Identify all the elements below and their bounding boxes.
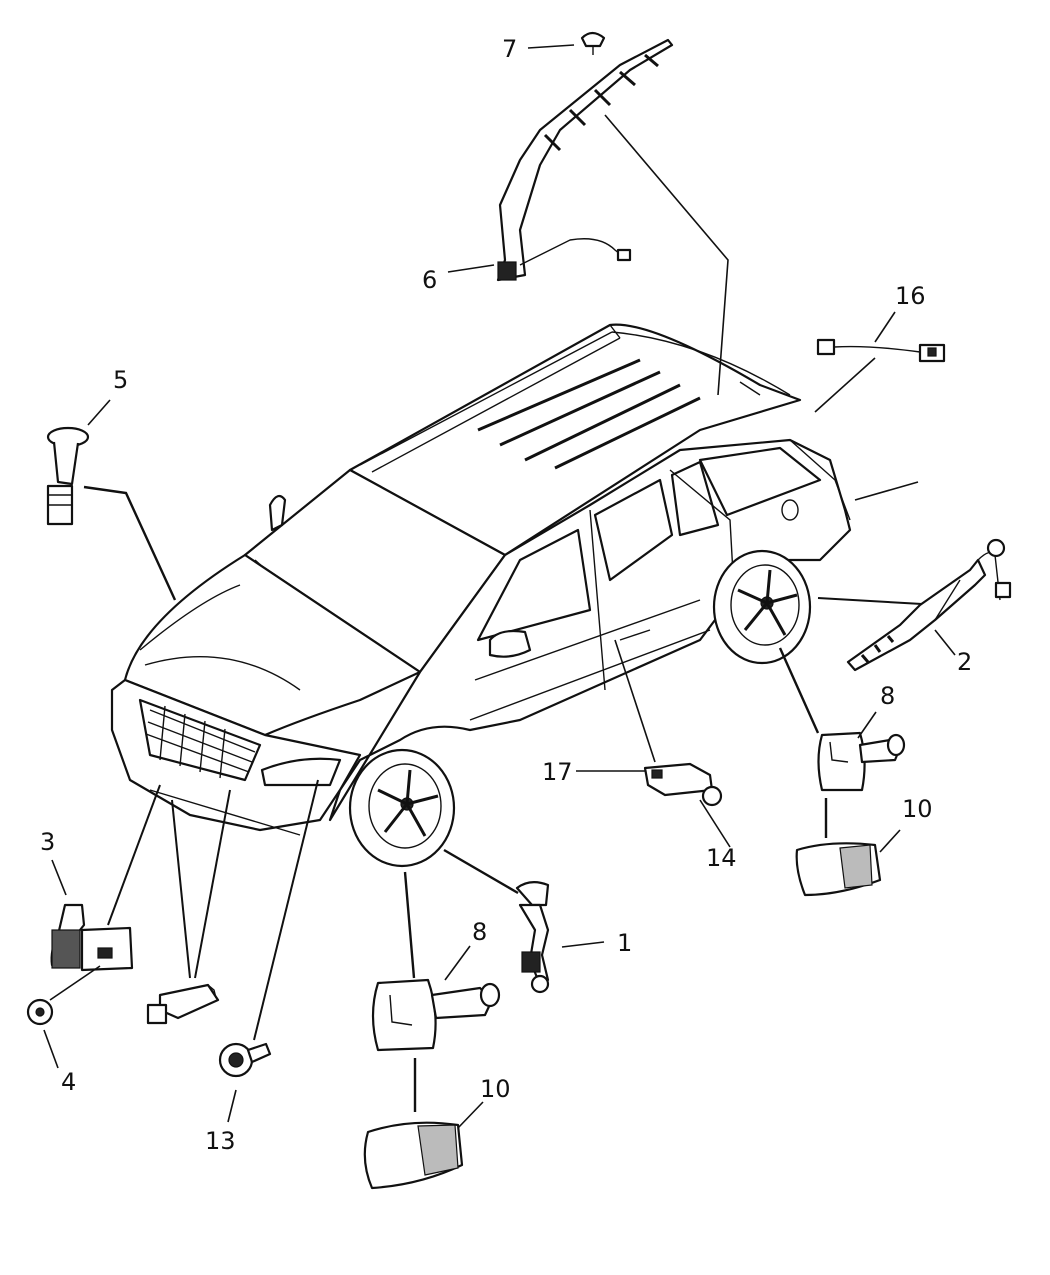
callout-16: 16: [895, 282, 926, 310]
callout-3: 3: [40, 828, 55, 856]
vehicle-headlight: [260, 757, 342, 787]
callout-10-front: 10: [480, 1075, 511, 1103]
valve-stem-sensor: [515, 881, 550, 994]
callout-8-rear: 8: [880, 682, 895, 710]
push-clip: [218, 1042, 272, 1078]
vehicle-hood: [123, 553, 422, 737]
leader-lines: [43, 44, 956, 1129]
callout-2: 2: [957, 648, 972, 676]
side-impact-sensor: [643, 762, 723, 807]
pressure-sensor-module-rear: [817, 731, 906, 792]
callout-5: 5: [113, 366, 128, 394]
sensor-cap-front: [363, 1121, 464, 1190]
pressure-sensor-module-front: [371, 978, 501, 1052]
rear-wire-harness: [846, 538, 1012, 672]
push-pin-fastener: [580, 31, 606, 55]
vehicle-mirror: [488, 629, 532, 658]
callout-10-rear: 10: [902, 795, 933, 823]
callout-6: 6: [422, 266, 437, 294]
front-center-sensor: [146, 983, 220, 1025]
vehicle-grille: [138, 698, 262, 782]
vehicle-roof: [348, 323, 802, 557]
callout-8-front: 8: [472, 918, 487, 946]
vehicle-illustration: [110, 323, 852, 868]
callout-1: 1: [617, 929, 632, 957]
sensor-cap-rear: [795, 842, 882, 897]
vehicle-front-wheel: [348, 748, 456, 868]
sensor-wire-harness: [816, 338, 946, 363]
callout-7: 7: [502, 35, 517, 63]
curtain-airbag: [496, 38, 674, 282]
callout-14: 14: [706, 844, 737, 872]
callout-4: 4: [61, 1068, 76, 1096]
vehicle-rear-wheel: [712, 549, 812, 665]
callout-labels: 7 6 16 5 2 8 10 17 14 3 1 8 4 10 13: [40, 35, 972, 1155]
callout-13: 13: [205, 1127, 236, 1155]
impact-sensor-plug: [46, 426, 90, 526]
front-impact-sensor: [50, 903, 134, 972]
mounting-screw: [26, 998, 54, 1026]
callout-17: 17: [542, 758, 573, 786]
